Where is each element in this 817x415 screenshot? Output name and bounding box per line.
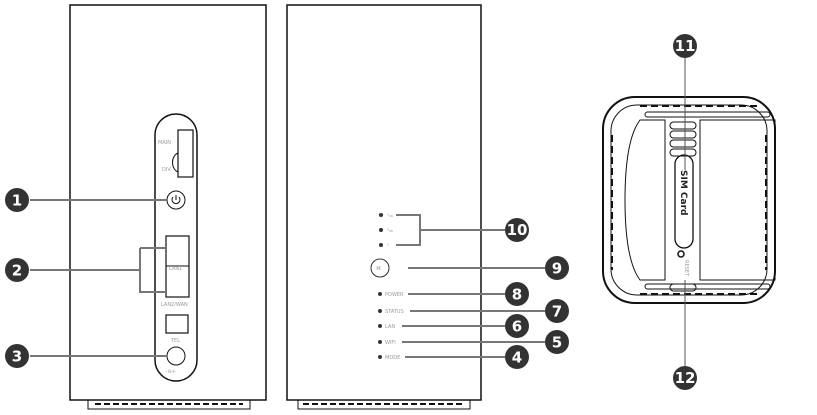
callout-8: 8 [505,282,529,306]
callout-2: 2 [5,258,29,282]
reset-label: RESET [683,260,689,277]
callout-number: 2 [12,262,22,280]
signal-indicators: ᵞ₄₆ ᵞ₃₆ ᵞ [379,213,393,249]
signal-label: ᵞ₃₆ [387,228,393,234]
callout-number: 6 [512,318,522,336]
callout-number: 9 [552,260,562,278]
led-status: STATUS [385,309,404,315]
reset-button[interactable] [677,250,685,258]
sim-card-label: SIM Card [678,170,688,215]
main-antenna-port[interactable] [177,129,194,178]
power-jack[interactable] [166,346,186,366]
callout-3: 3 [5,344,29,368]
signal-label: ᵞ₄₆ [387,213,393,219]
router-side-view: MAIN DIV LAN1 LAN2/WAN TEL –⊖+ [30,4,267,410]
tel-port[interactable] [165,314,189,334]
callout-markers: 1 2 3 4 5 6 7 8 9 10 11 12 [5,34,697,390]
label-lan1[interactable]: LAN1 [169,266,182,272]
led-wifi: WIFI [385,340,396,346]
router-bottom-view: SIM Card RESET [602,58,776,366]
led-mode: MODE [385,355,400,361]
callout-11: 11 [673,34,697,58]
callout-number: 12 [675,369,696,387]
callout-number: 4 [512,349,522,367]
signal-label: ᵞ [387,243,389,249]
power-icon [171,195,181,205]
signal-4g-icon [379,213,383,217]
callout-number: 1 [12,192,22,210]
wps-icon: ⌘ [376,266,381,272]
callout-number: 8 [512,286,522,304]
callout-number: 10 [507,221,528,239]
label-lan2-wan[interactable]: LAN2/WAN [161,302,188,308]
sim-card-slot[interactable] [674,154,694,249]
callout-12: 12 [673,366,697,390]
callout-10: 10 [505,218,529,242]
wps-button[interactable] [370,258,390,278]
router-front-view: ᵞ₄₆ ᵞ₃₆ ᵞ ⌘ POWER STATUS LAN WIFI MODE [286,4,545,410]
side-port-panel [154,113,198,382]
led-indicators: POWER STATUS LAN WIFI MODE [378,292,404,361]
callout-number: 5 [552,334,562,352]
callout-4: 4 [505,345,529,369]
callout-7: 7 [545,299,569,323]
led-lan: LAN [385,324,395,330]
callout-9: 9 [545,256,569,280]
signal-3g-icon [379,228,383,232]
label-tel: TEL [170,338,180,344]
label-main: MAIN [158,140,171,146]
led-power: POWER [385,292,404,298]
callout-number: 7 [552,303,562,321]
callout-number: 11 [675,37,696,55]
label-div: DIV [162,167,171,173]
label-power-polarity: –⊖+ [165,369,176,375]
signal-2g-icon [379,243,383,247]
callout-6: 6 [505,314,529,338]
callout-5: 5 [545,330,569,354]
callout-number: 3 [12,348,22,366]
callout-1: 1 [5,188,29,212]
